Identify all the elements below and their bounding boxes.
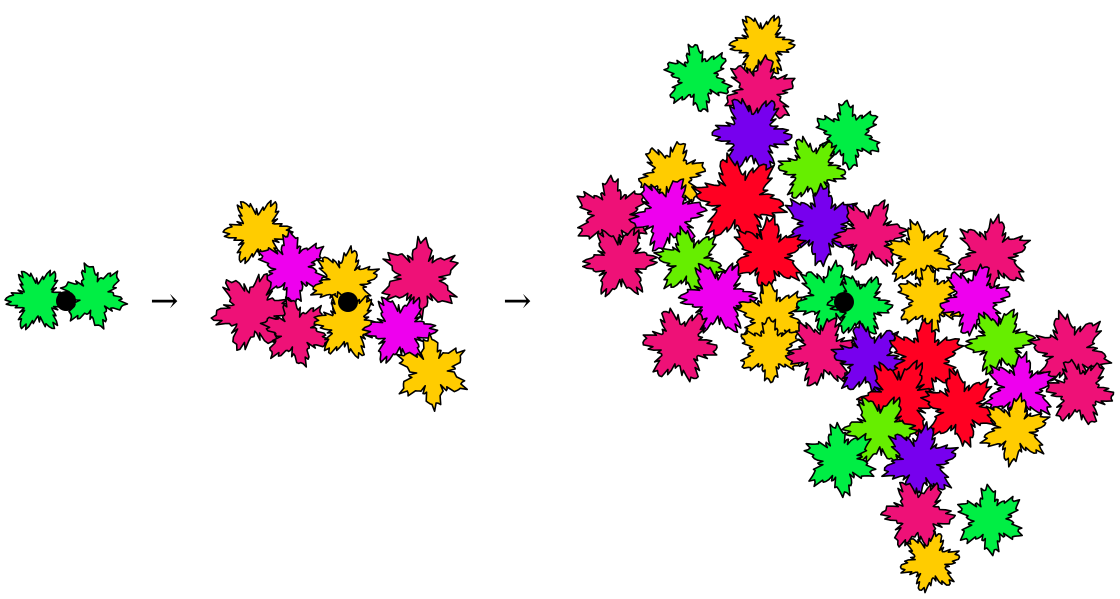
stage-3-center-dot — [834, 292, 854, 312]
arrow-1: → — [150, 281, 179, 321]
stage-3-green-tile — [804, 423, 876, 498]
stage-3-yellow-tile — [901, 531, 960, 592]
stage-3-pink-tile — [643, 308, 717, 381]
stage-3-pink-tile — [881, 483, 955, 548]
stage-3-green-tile — [958, 484, 1022, 555]
stage-2-center-dot — [338, 292, 358, 312]
arrow-2: → — [503, 281, 532, 321]
stage-3-tiling — [577, 15, 1113, 592]
stage-1-tiling — [5, 263, 127, 330]
stage-3-lime-tile — [778, 136, 845, 203]
stage-2-tiling — [211, 201, 467, 412]
stage-3-green-tile — [664, 44, 732, 111]
stage-1-center-dot — [56, 291, 76, 311]
